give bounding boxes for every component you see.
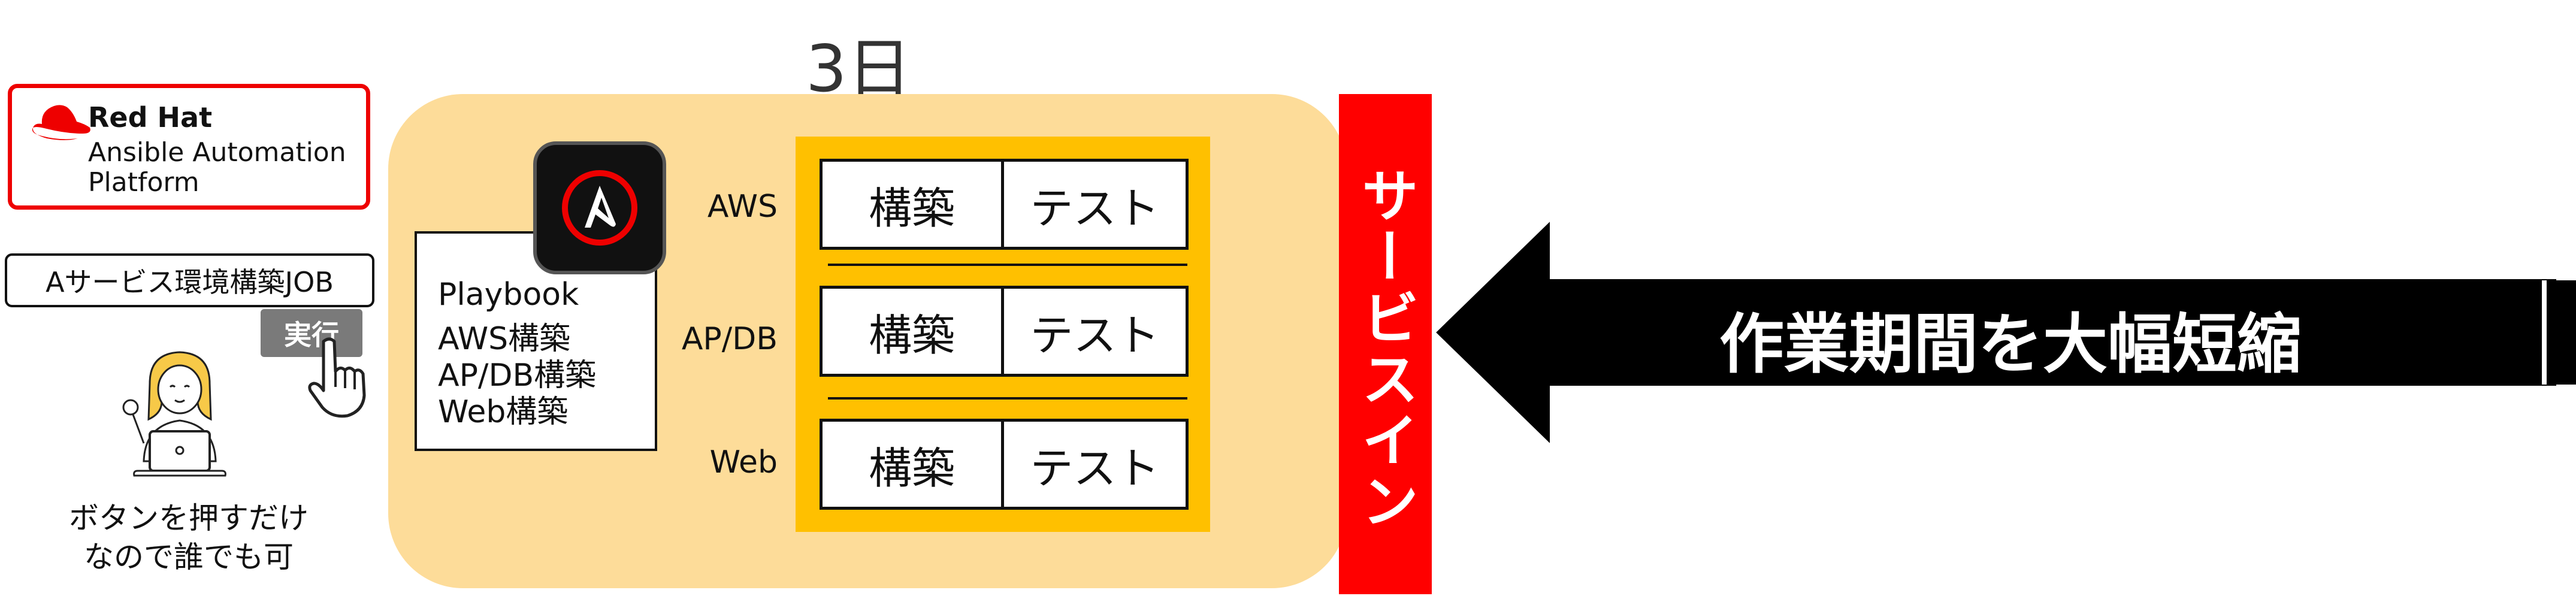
red-hat-logo: Red Hat Ansible Automation Platform [8,84,370,210]
playbook-item: Web構築 [438,394,569,430]
env-label-aws: AWS [707,189,778,225]
playbook-box: Playbook AWS構築 AP/DB構築 Web構築 [415,231,657,451]
person-laptop-icon [122,351,226,477]
build-cell-web: 構築 [820,419,1004,510]
row-divider [828,397,1187,400]
test-cell-web: テスト [1001,419,1189,510]
red-hat-fedora-icon [32,105,90,140]
brand-name: Red Hat [88,101,213,134]
playbook-title: Playbook [438,277,579,313]
env-label-apdb: AP/DB [681,321,778,357]
left-arrow-icon [1436,222,2576,443]
job-name-box: Aサービス環境構築JOB [5,253,374,307]
playbook-item: AP/DB構築 [438,358,597,394]
playbook-item: AWS構築 [438,321,571,357]
arrow-label: 作業期間を大幅短縮 [1719,307,2302,382]
env-label-web: Web [709,444,778,480]
product-name-line2: Platform [88,167,199,198]
product-name-line1: Ansible Automation [88,137,346,168]
build-cell-apdb: 構築 [820,286,1004,377]
ansible-icon [562,170,637,246]
test-cell-aws: テスト [1001,159,1189,250]
ansible-tile [533,141,666,274]
row-divider [828,264,1187,266]
caption-line2: なので誰でも可 [84,540,294,574]
service-in-label: サービスイン [1352,166,1419,533]
pointing-hand-icon [308,337,366,418]
test-cell-apdb: テスト [1001,286,1189,377]
build-cell-aws: 構築 [820,159,1004,250]
service-in-bar: サービスイン [1339,94,1432,594]
run-button[interactable]: 実行 [261,309,362,357]
caption-line1: ボタンを押すだけ [69,501,309,536]
